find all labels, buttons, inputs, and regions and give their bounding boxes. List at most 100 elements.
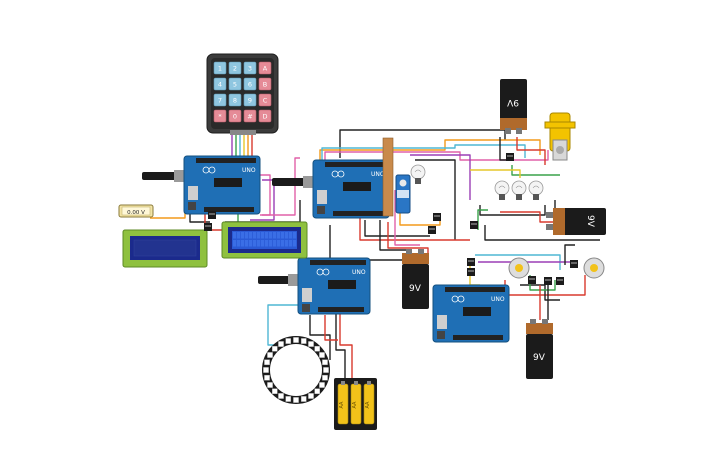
- wire[interactable]: [359, 218, 470, 241]
- battery-9v[interactable]: 9V: [402, 249, 429, 309]
- neopixel-led: [314, 345, 321, 352]
- lcd-display-large[interactable]: [221, 221, 308, 259]
- wire[interactable]: [475, 254, 561, 270]
- keypad-key[interactable]: 2: [228, 61, 242, 75]
- wire[interactable]: [479, 205, 546, 216]
- battery-9v[interactable]: 9V: [526, 319, 553, 379]
- keypad-key-label: 6: [248, 81, 252, 89]
- keypad-key[interactable]: 7: [213, 93, 227, 107]
- wire[interactable]: [484, 225, 600, 241]
- wire[interactable]: [364, 220, 430, 237]
- neopixel-led: [267, 382, 273, 388]
- light-bulb-icon[interactable]: [410, 164, 426, 184]
- keypad-key[interactable]: 4: [213, 77, 227, 91]
- transistor-icon[interactable]: [506, 153, 514, 161]
- keypad-key-label: C: [263, 97, 268, 105]
- wire[interactable]: [511, 165, 560, 176]
- keypad-key[interactable]: 3: [243, 61, 257, 75]
- battery-label: 9V: [585, 215, 595, 228]
- transistor-icon[interactable]: [208, 211, 216, 219]
- arduino-label: UNO: [371, 171, 385, 178]
- wire[interactable]: [564, 244, 575, 265]
- keypad-key-label: D: [262, 113, 267, 121]
- neopixel-led: [308, 341, 314, 347]
- keypad-key-label: 0: [233, 113, 237, 121]
- wire[interactable]: [470, 169, 521, 178]
- arduino-uno-1[interactable]: UNO: [142, 155, 261, 215]
- wire[interactable]: [324, 315, 338, 341]
- wire[interactable]: [339, 129, 506, 158]
- usb-plug-icon: [258, 274, 300, 286]
- transistor-icon[interactable]: [570, 260, 578, 268]
- neopixel-led: [263, 367, 269, 373]
- wire[interactable]: [309, 315, 331, 360]
- light-bulb-icon[interactable]: [528, 180, 544, 200]
- dc-motor-icon: [556, 146, 564, 154]
- keypad-key-label: #: [247, 113, 252, 121]
- transistor-icon[interactable]: [428, 226, 436, 234]
- wire[interactable]: [339, 312, 353, 378]
- keypad-key[interactable]: B: [258, 77, 272, 91]
- battery-9v[interactable]: 9V: [500, 79, 527, 134]
- transistor-icon[interactable]: [544, 277, 552, 285]
- keypad-key-label: *: [218, 113, 222, 121]
- keypad-key[interactable]: 0: [228, 109, 242, 123]
- wire[interactable]: [150, 212, 186, 219]
- dc-motor-2[interactable]: [583, 257, 605, 279]
- dc-gearmotor[interactable]: [544, 112, 576, 161]
- servo[interactable]: [382, 137, 411, 217]
- wire[interactable]: [260, 157, 300, 216]
- arduino-uno-4[interactable]: UNO: [432, 284, 510, 343]
- keypad-key[interactable]: D: [258, 109, 272, 123]
- servo-icon: [399, 179, 407, 187]
- keypad-key[interactable]: A: [258, 61, 272, 75]
- arduino-uno-2[interactable]: UNO: [272, 159, 390, 219]
- transistor-icon[interactable]: [467, 268, 475, 276]
- transistor-icon[interactable]: [204, 223, 212, 231]
- wire[interactable]: [520, 284, 560, 301]
- wire[interactable]: [319, 139, 541, 160]
- battery-9v[interactable]: 9V: [546, 208, 606, 235]
- transistor-icon[interactable]: [433, 213, 441, 221]
- neopixel-led: [322, 374, 328, 381]
- keypad-key[interactable]: #: [243, 109, 257, 123]
- keypad-key[interactable]: C: [258, 93, 272, 107]
- transistor-icon[interactable]: [470, 221, 478, 229]
- keypad-key[interactable]: 1: [213, 61, 227, 75]
- wire[interactable]: [415, 159, 456, 240]
- keypad-key[interactable]: 5: [228, 77, 242, 91]
- wire[interactable]: [321, 144, 526, 160]
- neopixel-led: [322, 359, 328, 366]
- wire[interactable]: [516, 137, 546, 165]
- dc-motor-1[interactable]: [508, 257, 530, 279]
- aa-cell-label: AA: [339, 401, 345, 409]
- wire[interactable]: [335, 312, 346, 378]
- neopixel-ring[interactable]: [262, 336, 330, 404]
- keypad-key[interactable]: 9: [243, 93, 257, 107]
- light-bulb-icon[interactable]: [494, 180, 510, 200]
- transistor-icon[interactable]: [556, 277, 564, 285]
- neopixel-led: [323, 367, 329, 373]
- transistor-icon[interactable]: [528, 276, 536, 284]
- light-bulb-icon[interactable]: [511, 180, 527, 200]
- neopixel-led: [293, 337, 299, 343]
- battery-label: 9V: [533, 353, 546, 363]
- aa-cell-label: AA: [365, 401, 371, 409]
- arduino-uno-3[interactable]: UNO: [258, 257, 371, 315]
- wire[interactable]: [394, 190, 420, 246]
- lcd-display-small[interactable]: [122, 229, 208, 268]
- wire[interactable]: [324, 150, 549, 161]
- wire[interactable]: [410, 154, 471, 200]
- wire[interactable]: [500, 211, 555, 223]
- keypad-key-label: 9: [248, 97, 252, 105]
- keypad-key-label: 1: [218, 65, 222, 73]
- transistor-icon[interactable]: [467, 258, 475, 266]
- keypad-key[interactable]: 8: [228, 93, 242, 107]
- neopixel-led: [319, 382, 325, 388]
- multimeter[interactable]: 0.00 V: [118, 204, 154, 218]
- keypad-key[interactable]: *: [213, 109, 227, 123]
- keypad-key[interactable]: 6: [243, 77, 257, 91]
- wire[interactable]: [250, 179, 275, 221]
